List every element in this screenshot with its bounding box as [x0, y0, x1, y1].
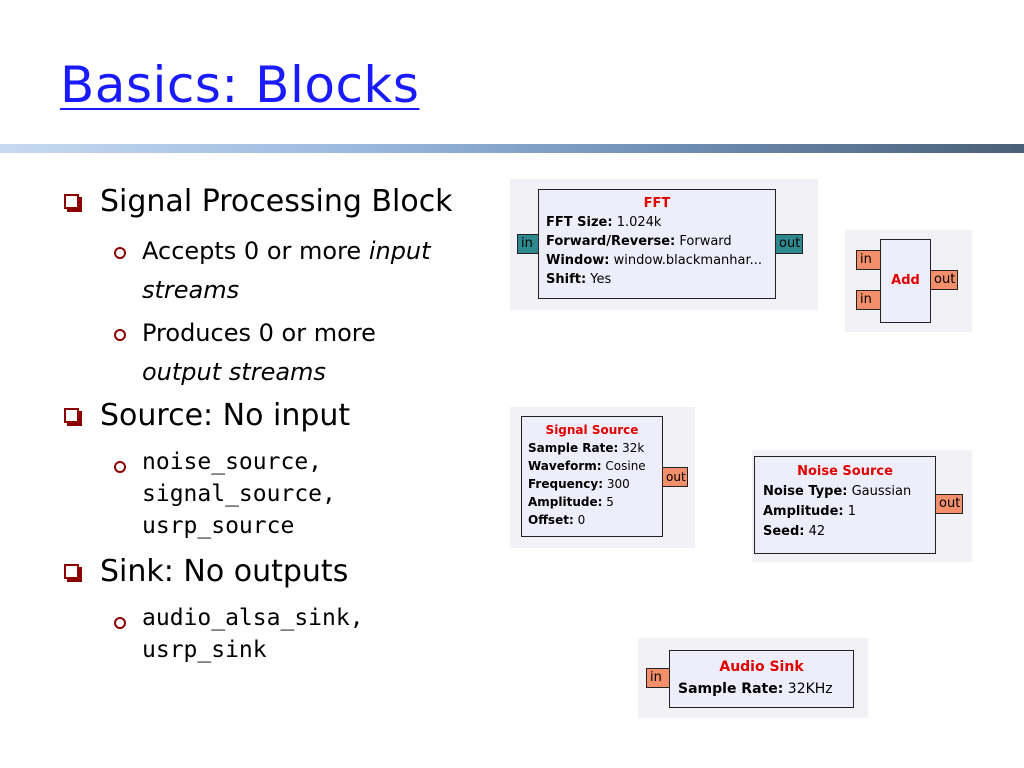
output-port[interactable]: out — [775, 234, 803, 254]
block-title: FFT — [643, 196, 671, 211]
output-port[interactable]: out — [935, 494, 963, 514]
slide-title: Basics: Blocks — [60, 56, 420, 114]
block-title: Add — [891, 273, 920, 288]
block-param: Forward/Reverse: Forward — [546, 234, 732, 249]
code-line: usrp_sink — [142, 637, 267, 663]
bullet-text: Source: No input — [100, 398, 351, 433]
sub-bullet-emphasis: output streams — [142, 358, 326, 386]
audio-sink-block[interactable]: Audio Sink Sample Rate: 32KHz — [669, 650, 854, 708]
square-bullet-icon — [64, 194, 79, 209]
signal-source-panel: Signal Source Sample Rate: 32k Waveform:… — [510, 407, 695, 548]
input-port[interactable]: in — [517, 234, 539, 254]
block-param: Window: window.blackmanhar... — [546, 253, 763, 268]
block-param: FFT Size: 1.024k — [546, 215, 662, 230]
block-title: Audio Sink — [719, 659, 804, 675]
add-block[interactable]: Add — [880, 239, 931, 323]
signal-source-block[interactable]: Signal Source Sample Rate: 32k Waveform:… — [521, 416, 663, 537]
input-port[interactable]: in — [646, 668, 670, 688]
output-port[interactable]: out — [662, 467, 688, 487]
block-param: Frequency: 300 — [528, 477, 630, 491]
bullet-list: Signal Processing Block Accepts 0 or mor… — [62, 182, 502, 676]
sub-bullet-accepts: Accepts 0 or more input streams — [62, 232, 502, 310]
sub-bullet-text: Produces 0 or more — [142, 319, 376, 347]
code-line: usrp_source — [142, 513, 295, 539]
bullet-sink: Sink: No outputs — [62, 552, 502, 592]
circle-bullet-icon — [114, 617, 126, 629]
noise-source-block[interactable]: Noise Source Noise Type: Gaussian Amplit… — [754, 456, 936, 554]
code-line: noise_source, — [142, 449, 323, 475]
block-param: Noise Type: Gaussian — [763, 484, 912, 499]
square-bullet-icon — [64, 408, 79, 423]
bullet-source: Source: No input — [62, 396, 502, 436]
sub-bullet-source-list: noise_source, signal_source, usrp_source — [62, 446, 502, 542]
block-param: Seed: 42 — [763, 524, 826, 539]
block-param: Amplitude: 5 — [528, 495, 614, 509]
block-param: Sample Rate: 32k — [528, 441, 645, 455]
add-block-panel: Add in in out — [845, 230, 972, 332]
sub-bullet-text: Accepts 0 or more — [142, 237, 369, 265]
bullet-text: Sink: No outputs — [100, 554, 349, 589]
block-param: Amplitude: 1 — [763, 504, 857, 519]
noise-source-panel: Noise Source Noise Type: Gaussian Amplit… — [752, 450, 972, 562]
circle-bullet-icon — [114, 461, 126, 473]
code-line: audio_alsa_sink, — [142, 605, 364, 631]
output-port[interactable]: out — [930, 270, 958, 290]
bullet-signal-processing-block: Signal Processing Block — [62, 182, 502, 222]
code-line: signal_source, — [142, 481, 336, 507]
block-title: Noise Source — [797, 464, 893, 479]
block-param: Waveform: Cosine — [528, 459, 646, 473]
circle-bullet-icon — [114, 329, 126, 341]
block-title: Signal Source — [545, 423, 639, 437]
block-param: Sample Rate: 32KHz — [678, 681, 833, 697]
fft-block-panel: FFT FFT Size: 1.024k Forward/Reverse: Fo… — [510, 179, 818, 310]
sub-bullet-emphasis: input streams — [142, 237, 431, 304]
circle-bullet-icon — [114, 247, 126, 259]
square-bullet-icon — [64, 564, 79, 579]
title-divider — [0, 144, 1024, 153]
block-param: Shift: Yes — [546, 272, 612, 287]
audio-sink-panel: Audio Sink Sample Rate: 32KHz in — [638, 638, 868, 718]
input-port[interactable]: in — [856, 290, 881, 310]
bullet-text: Signal Processing Block — [100, 184, 453, 219]
input-port[interactable]: in — [856, 250, 881, 270]
sub-bullet-sink-list: audio_alsa_sink, usrp_sink — [62, 602, 502, 666]
block-param: Offset: 0 — [528, 513, 586, 527]
sub-bullet-produces: Produces 0 or more output streams — [62, 314, 502, 392]
fft-block[interactable]: FFT FFT Size: 1.024k Forward/Reverse: Fo… — [538, 189, 776, 299]
